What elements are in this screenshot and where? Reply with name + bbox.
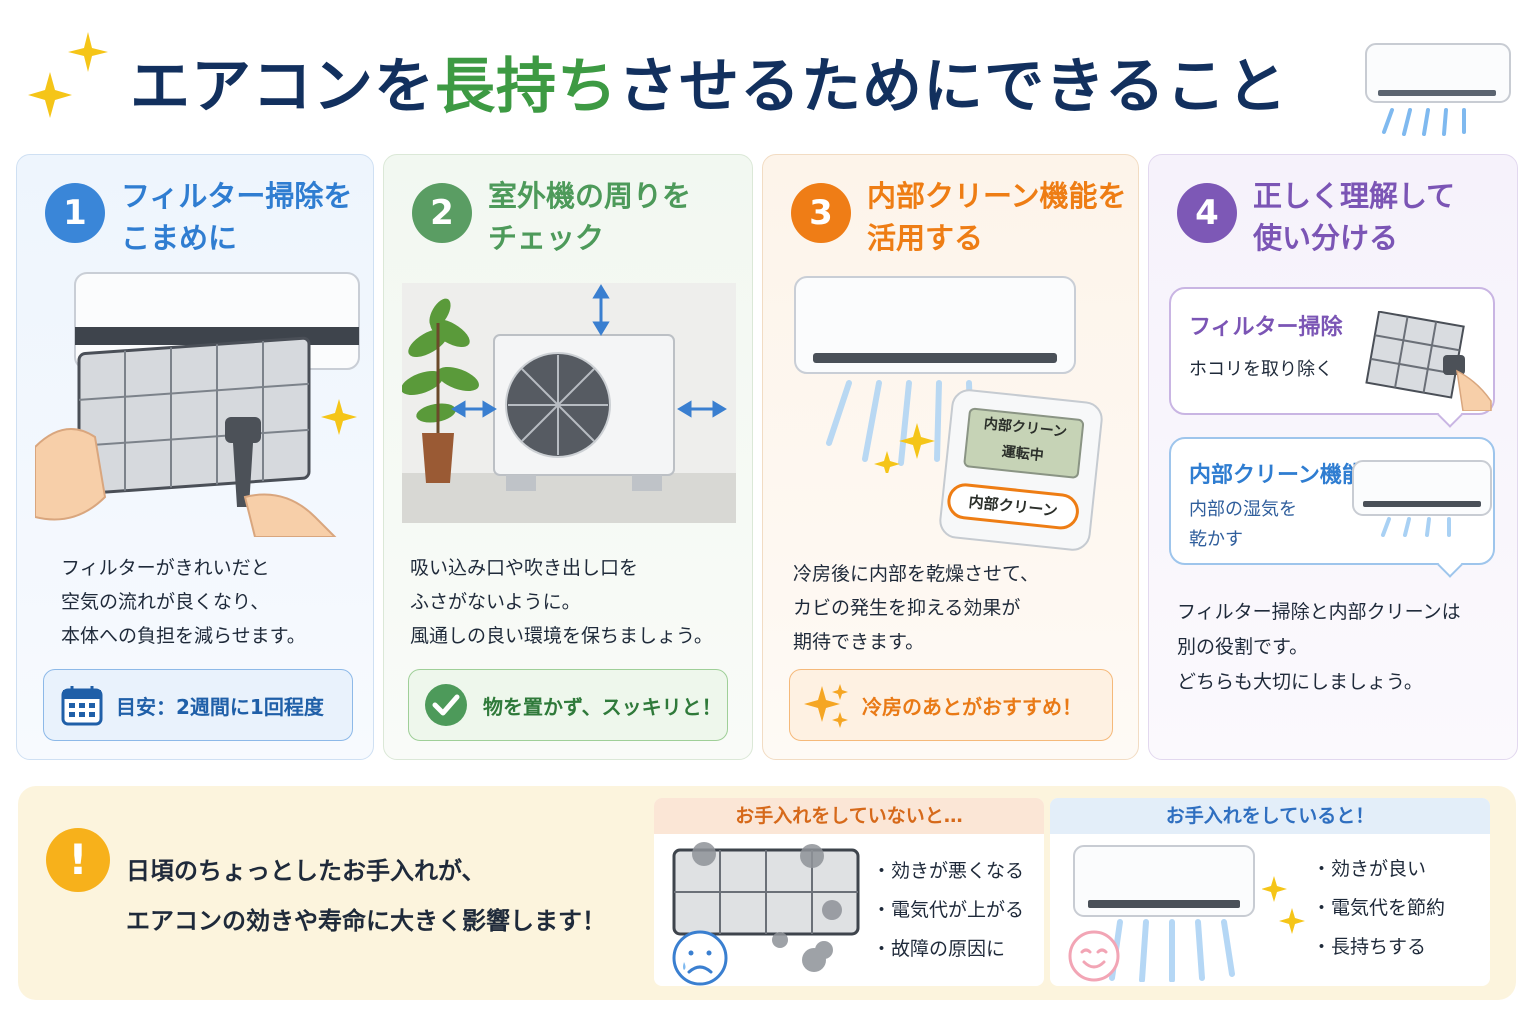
step-number-1: 1 bbox=[45, 183, 105, 243]
summary-message: 日頃のちょっとしたお手入れが、 エアコンの効きや寿命に大きく影響します！ bbox=[126, 857, 606, 935]
bubble-filter-cleaning: フィルター掃除 ホコリを取り除く bbox=[1169, 287, 1495, 428]
page-title: エアコンを長持ちさせるためにできること bbox=[130, 38, 1288, 128]
with-care-heading: お手入れをしていると！ bbox=[1050, 798, 1490, 834]
without-care-list: ・効きが悪くなる ・電気代が上がる ・故障の原因に bbox=[872, 860, 1025, 960]
filter-cleaning-illustration bbox=[35, 272, 360, 537]
sparkle-icon bbox=[1262, 876, 1305, 934]
with-care-list: ・効きが良い ・電気代を節約 ・長持ちする bbox=[1312, 858, 1446, 958]
with-care-panel: お手入れをしていると！ ・効きが良い ・電気代を節約 ・長持ちする bbox=[1050, 798, 1490, 986]
card-outdoor-unit: 2 室外機の周りを チェック 吸い込み口や吹き出し口 bbox=[383, 154, 753, 760]
summary-panel: ! 日頃のちょっとしたお手入れが、 エアコンの効きや寿命に大きく影響します！ お… bbox=[18, 786, 1516, 1000]
card-internal-clean: 3 内部クリーン機能を 活用する 内部クリーン 運転中 内部クリーン 冷房後に内… bbox=[762, 154, 1139, 760]
tip-badge: 冷房のあとがおすすめ！ bbox=[789, 669, 1113, 741]
step-number-4: 4 bbox=[1177, 183, 1237, 243]
air-conditioner-icon bbox=[1352, 460, 1492, 537]
smile-face-icon bbox=[1068, 930, 1120, 982]
calendar-icon bbox=[61, 686, 103, 726]
card-heading: 正しく理解して 使い分ける bbox=[1253, 179, 1456, 255]
without-care-panel: お手入れをしていないと… ・効きが悪くなる ・電気代が上がる ・故障の原因に bbox=[654, 798, 1044, 986]
title-highlight: 長持ち bbox=[435, 52, 618, 122]
title-part1: エアコンを bbox=[130, 52, 435, 122]
card-body: フィルター掃除と内部クリーンは 別の役割です。 どちらも大切にしましょう。 bbox=[1177, 601, 1461, 693]
sparkle-icon bbox=[804, 684, 848, 728]
step-number-2: 2 bbox=[412, 183, 472, 243]
without-care-heading: お手入れをしていないと… bbox=[654, 798, 1044, 834]
remote-screen: 内部クリーン 運転中 bbox=[963, 407, 1085, 480]
remote-control: 内部クリーン 運転中 内部クリーン bbox=[937, 387, 1105, 553]
bubble-internal-clean: 内部クリーン機能 内部の湿気を 乾かす bbox=[1169, 437, 1495, 578]
card-use-correctly: 4 正しく理解して 使い分ける フィルター掃除 ホコリを取り除く 内部クリーン機… bbox=[1148, 154, 1518, 760]
card-body: フィルターがきれいだと 空気の流れが良くなり、 本体への負担を減らせます。 bbox=[61, 557, 306, 647]
card-body: 吸い込み口や吹き出し口を ふさがないように。 風通しの良い環境を保ちましょう。 bbox=[410, 557, 713, 647]
filter-brush-icon bbox=[1365, 311, 1492, 411]
sparkle-icon bbox=[28, 32, 108, 118]
sad-face-icon bbox=[672, 930, 728, 986]
check-icon bbox=[425, 684, 467, 726]
tip-badge: 物を置かず、スッキリと！ bbox=[408, 669, 728, 741]
card-heading: 室外機の周りを チェック bbox=[488, 179, 692, 255]
card-heading: 内部クリーン機能を 活用する bbox=[867, 179, 1127, 255]
outdoor-unit-illustration bbox=[402, 283, 736, 523]
air-conditioner-icon bbox=[1365, 43, 1511, 136]
warning-icon: ! bbox=[46, 828, 110, 892]
dirty-filter-illustration bbox=[672, 842, 860, 972]
tip-badge: 目安：2週間に1回程度 bbox=[43, 669, 353, 741]
card-heading: フィルター掃除を こまめに bbox=[121, 179, 353, 255]
title-part2: させるためにできること bbox=[618, 52, 1288, 122]
card-filter-cleaning: 1 フィルター掃除を こまめに フィルターがきれいだと 空気の流れが良くなり、 … bbox=[16, 154, 374, 760]
step-number-3: 3 bbox=[791, 183, 851, 243]
ac-airflow-illustration bbox=[794, 276, 1076, 473]
internal-clean-remote-button[interactable]: 内部クリーン bbox=[945, 481, 1081, 532]
card-body: 冷房後に内部を乾燥させて、 カビの発生を抑える効果が 期待できます。 bbox=[793, 563, 1040, 653]
